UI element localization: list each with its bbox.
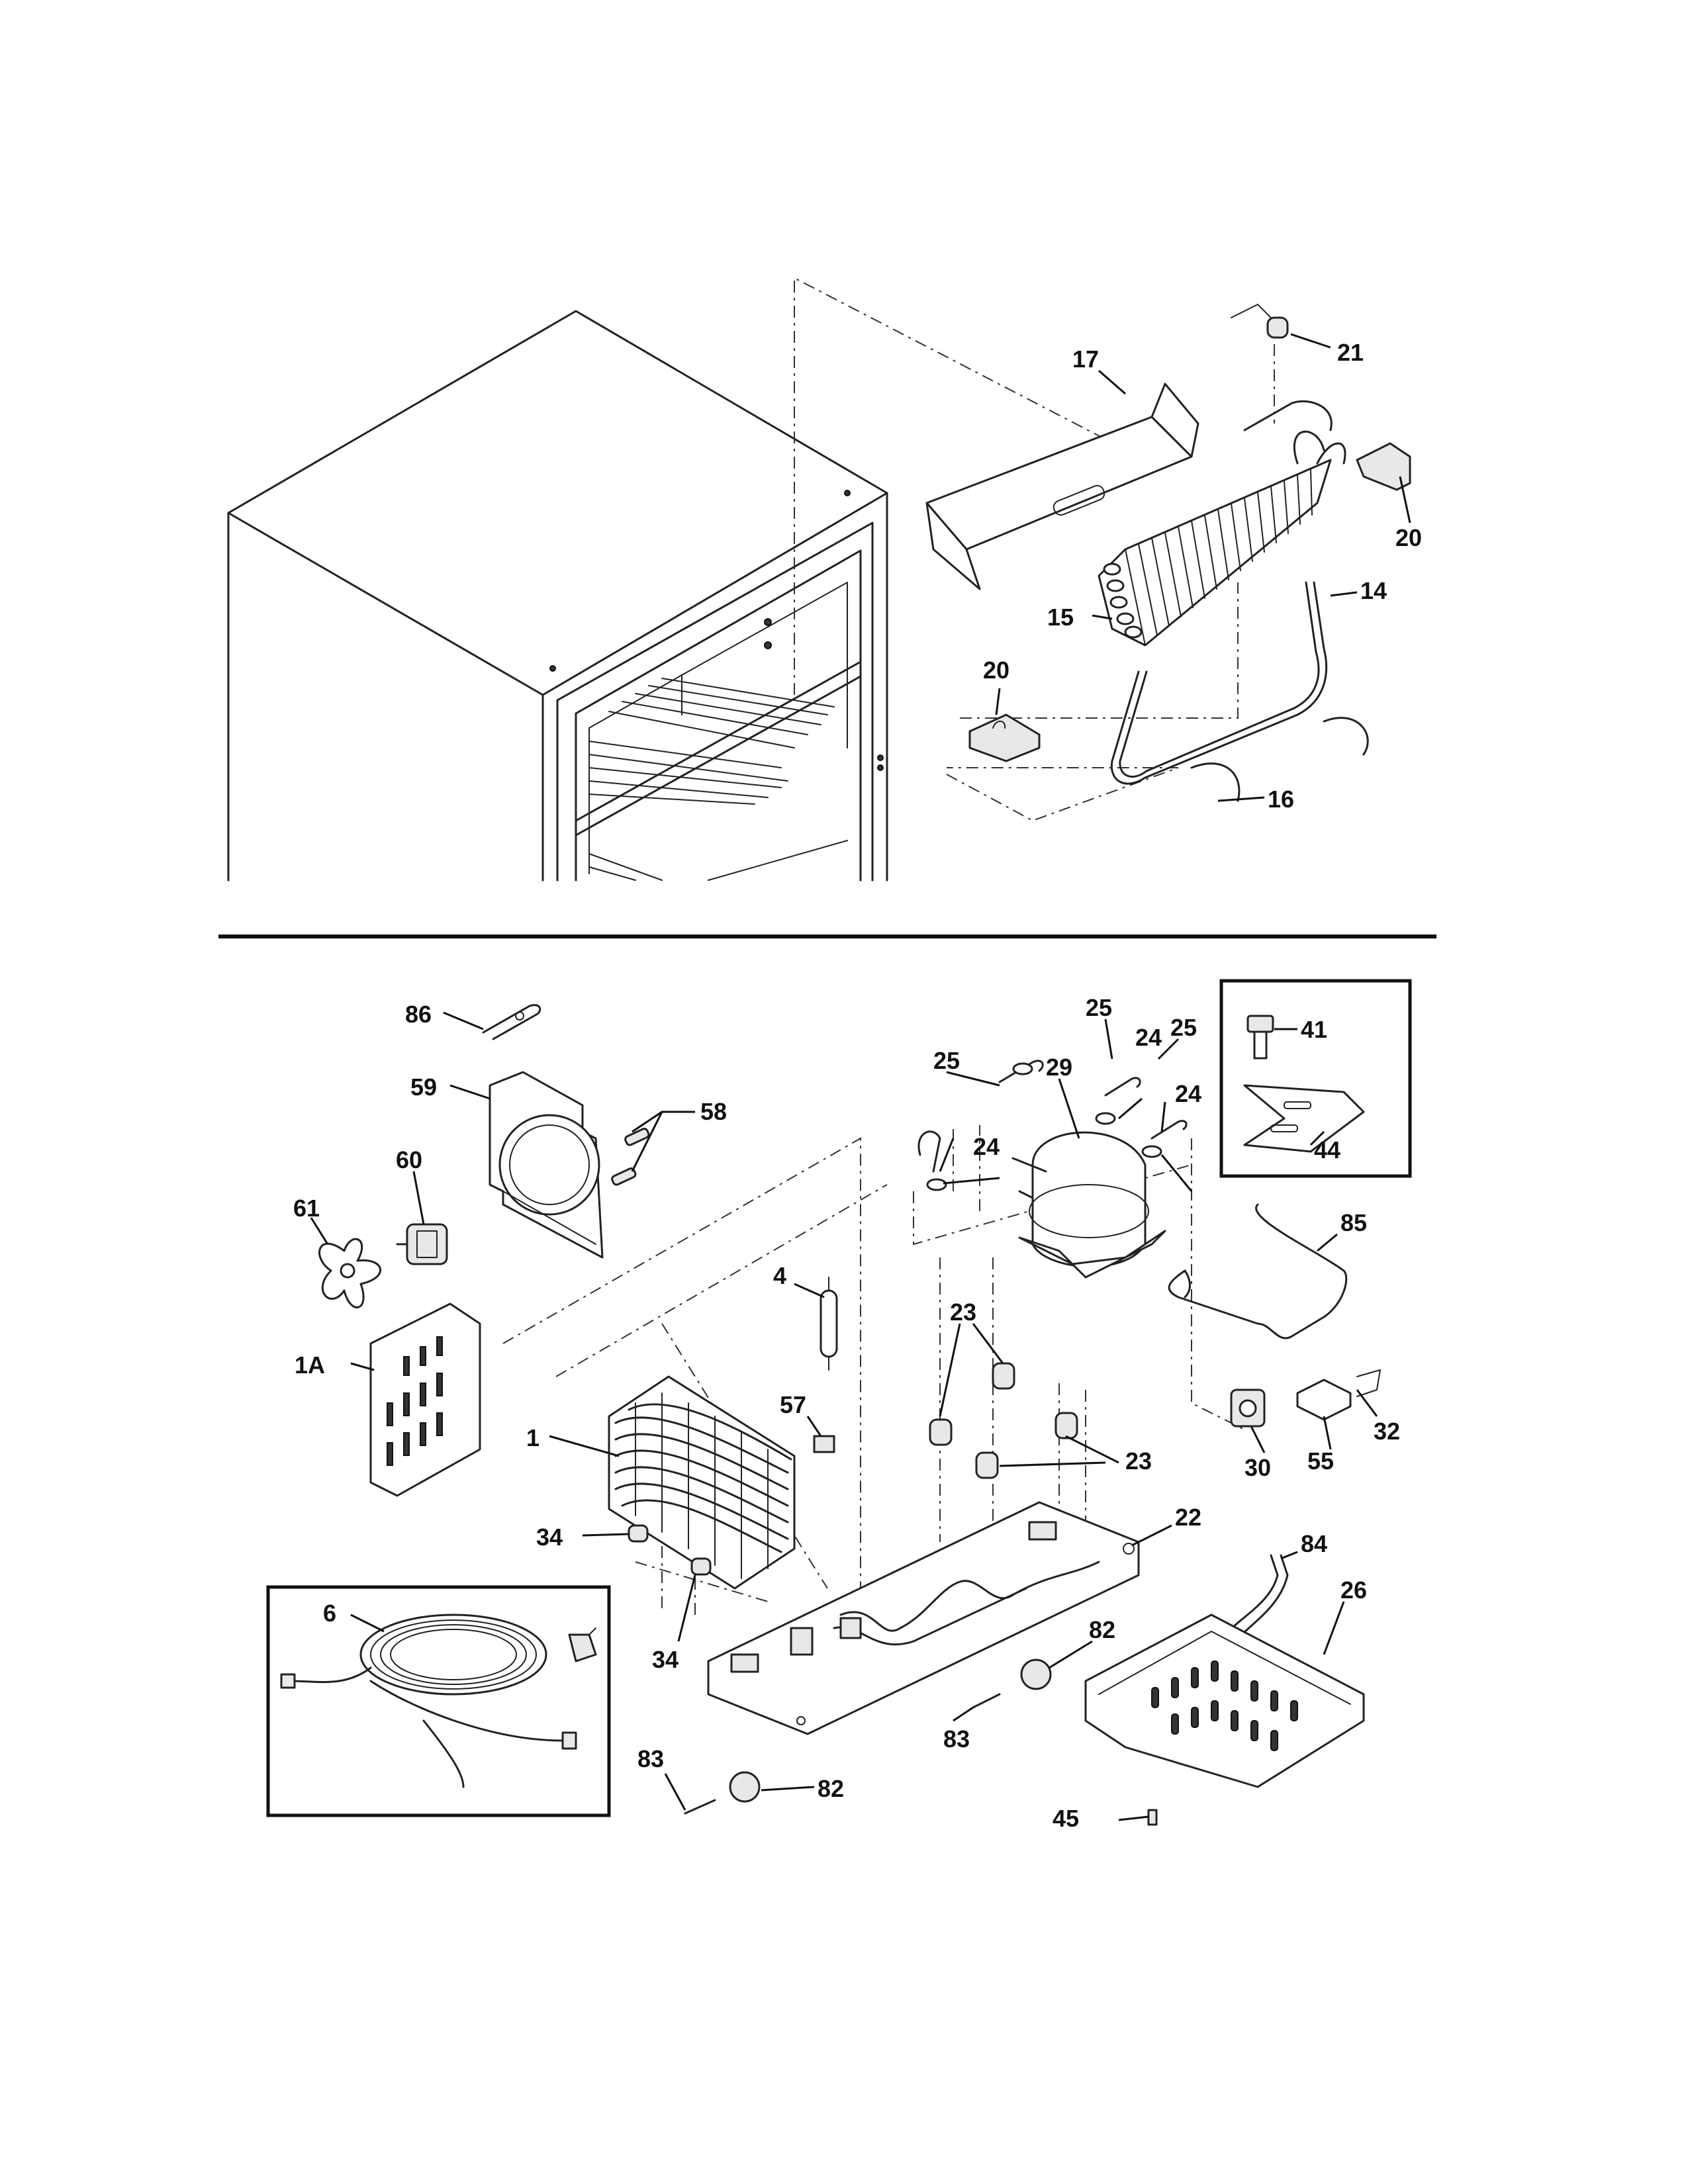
callout-34b: 34 <box>652 1646 679 1673</box>
alignment-lines-top <box>794 277 1275 822</box>
part-6-power-cord <box>280 1614 597 1788</box>
part-20-bracket-left <box>968 713 1041 762</box>
part-34-grommets <box>628 1524 712 1576</box>
callout-17: 17 <box>1072 345 1099 373</box>
callout-22: 22 <box>1175 1504 1201 1531</box>
part-61-fan-blade <box>318 1238 382 1308</box>
callout-55: 55 <box>1307 1447 1334 1475</box>
drain-trough <box>925 383 1199 590</box>
callout-26: 26 <box>1340 1576 1367 1604</box>
callout-24a: 24 <box>973 1133 1000 1160</box>
callout-58: 58 <box>700 1098 727 1125</box>
part-44-bracket <box>1243 1084 1365 1153</box>
callout-29: 29 <box>1046 1054 1072 1081</box>
callout-25b: 25 <box>1086 994 1112 1021</box>
part-85-tube <box>1168 1203 1348 1340</box>
part-41-bolt <box>1246 1015 1274 1060</box>
part-1-condenser <box>608 1375 796 1590</box>
callout-24c: 24 <box>1175 1080 1201 1107</box>
callout-4: 4 <box>773 1262 786 1289</box>
callout-20a: 20 <box>1395 524 1422 551</box>
callout-82b: 82 <box>818 1775 844 1802</box>
part-26-drain-pan <box>1084 1614 1365 1788</box>
callout-57: 57 <box>780 1391 806 1418</box>
callout-16: 16 <box>1268 786 1294 813</box>
callout-83a: 83 <box>943 1725 970 1752</box>
part-32-terminal-cover <box>1356 1369 1381 1397</box>
callout-15: 15 <box>1047 604 1074 631</box>
callout-41: 41 <box>1301 1016 1327 1043</box>
part-82-sleeves <box>729 1659 1052 1803</box>
callout-82a: 82 <box>1089 1616 1115 1643</box>
part-16-clips <box>1190 717 1369 802</box>
callout-20b: 20 <box>983 657 1009 684</box>
inset-box-6 <box>266 1585 611 1817</box>
callout-labels: 17 21 20 15 14 20 16 86 59 58 60 61 1A 4… <box>293 339 1422 1832</box>
callout-59: 59 <box>410 1073 437 1101</box>
callout-21: 21 <box>1337 339 1364 366</box>
part-60-fan-motor <box>396 1223 448 1265</box>
part-23-grommets <box>929 1362 1078 1479</box>
callout-23a: 23 <box>950 1298 976 1326</box>
part-29-compressor <box>1011 1131 1166 1279</box>
callout-1: 1 <box>526 1424 539 1451</box>
callout-14: 14 <box>1360 577 1387 604</box>
callout-25c: 25 <box>1170 1014 1197 1041</box>
callout-61: 61 <box>293 1195 320 1222</box>
part-58-screws <box>611 1128 650 1186</box>
callout-45: 45 <box>1053 1805 1079 1832</box>
part-4-drier <box>820 1277 838 1371</box>
callout-24b: 24 <box>1135 1024 1162 1051</box>
callout-83b: 83 <box>637 1745 664 1772</box>
part-59-fan-shroud <box>489 1071 604 1259</box>
part-14-heater-tube <box>1110 581 1328 785</box>
part-57-clip <box>813 1435 835 1453</box>
inset-box-41-44 <box>1219 979 1412 1178</box>
callout-23b: 23 <box>1125 1447 1152 1475</box>
evaporator-coil <box>1098 400 1346 647</box>
callout-60: 60 <box>396 1146 422 1173</box>
part-86-clip <box>482 1004 541 1040</box>
callout-30: 30 <box>1244 1454 1271 1481</box>
callout-34a: 34 <box>536 1524 563 1551</box>
callout-44: 44 <box>1314 1136 1340 1163</box>
part-83-pins <box>684 1693 1001 1815</box>
callout-1A: 1A <box>295 1351 325 1379</box>
leader-lines <box>310 333 1411 1821</box>
callout-25a: 25 <box>933 1047 960 1074</box>
refrigerator-cabinet <box>227 310 888 882</box>
part-55-overload <box>1296 1379 1352 1421</box>
part-22-base-pan <box>707 1501 1140 1735</box>
callout-84: 84 <box>1301 1530 1327 1557</box>
part-30-relay <box>1230 1388 1266 1428</box>
callout-32: 32 <box>1374 1418 1400 1445</box>
part-20-bracket-right <box>1356 442 1411 491</box>
callout-6: 6 <box>323 1600 336 1627</box>
part-25-clips <box>917 1060 1188 1173</box>
part-45-screw <box>1147 1809 1158 1826</box>
part-1A-condenser-cover <box>369 1302 481 1497</box>
part-21-fitting <box>1231 304 1289 339</box>
callout-86: 86 <box>405 1001 432 1028</box>
part-24-washers <box>926 1062 1162 1191</box>
callout-85: 85 <box>1340 1209 1367 1236</box>
